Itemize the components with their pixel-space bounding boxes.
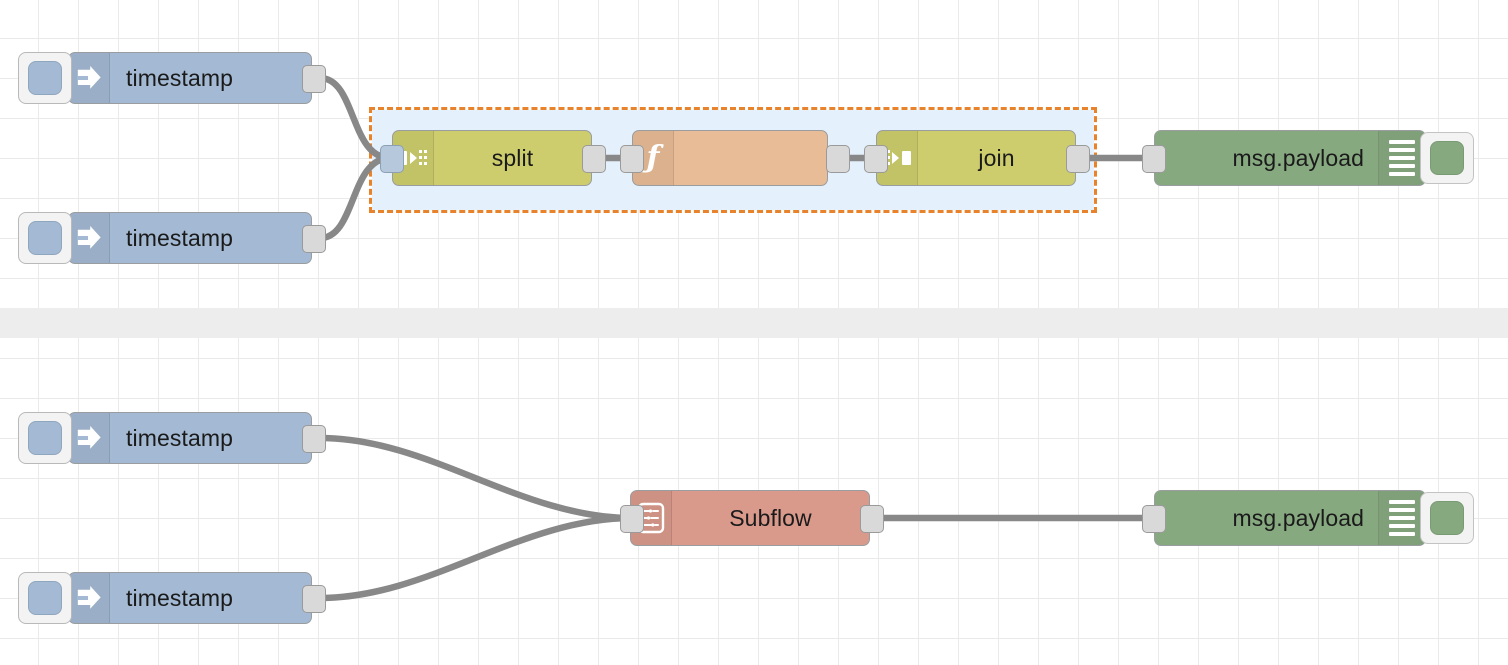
node-split[interactable]: split bbox=[392, 130, 592, 186]
node-label-join: join bbox=[978, 144, 1015, 171]
input-port-split[interactable] bbox=[380, 145, 404, 173]
inject-button-3[interactable] bbox=[18, 412, 72, 464]
node-label-function bbox=[674, 131, 827, 185]
inject-button-1[interactable] bbox=[18, 52, 72, 104]
node-join[interactable]: join bbox=[876, 130, 1076, 186]
inject-button-4[interactable] bbox=[18, 572, 72, 624]
node-subflow[interactable]: Subflow bbox=[630, 490, 870, 546]
output-port-inject-1[interactable] bbox=[302, 65, 326, 93]
output-port-join[interactable] bbox=[1066, 145, 1090, 173]
arrow-right-inject-icon bbox=[69, 573, 110, 623]
arrow-right-inject-icon bbox=[69, 53, 110, 103]
debug-toggle-button-2[interactable] bbox=[1420, 492, 1474, 544]
node-inject-1[interactable]: timestamp bbox=[68, 52, 312, 104]
inject-button-knob-icon bbox=[28, 581, 62, 615]
debug-toggle-button-1[interactable] bbox=[1420, 132, 1474, 184]
node-label-split: split bbox=[491, 144, 534, 171]
node-label-inject-4: timestamp bbox=[126, 584, 233, 611]
svg-text:ƒ: ƒ bbox=[641, 141, 665, 175]
flow-separator-band bbox=[0, 308, 1508, 338]
debug-lines-icon bbox=[1378, 491, 1425, 545]
input-port-debug-1[interactable] bbox=[1142, 145, 1166, 173]
node-inject-3[interactable]: timestamp bbox=[68, 412, 312, 464]
node-label-debug-1: msg.payload bbox=[1232, 144, 1364, 171]
node-debug-1[interactable]: msg.payload bbox=[1154, 130, 1426, 186]
output-port-inject-4[interactable] bbox=[302, 585, 326, 613]
input-port-join[interactable] bbox=[864, 145, 888, 173]
node-label-inject-3: timestamp bbox=[126, 424, 233, 451]
function-f-icon: ƒ bbox=[633, 131, 674, 185]
node-label-inject-1: timestamp bbox=[126, 64, 233, 91]
node-label-debug-2: msg.payload bbox=[1232, 504, 1364, 531]
output-port-inject-2[interactable] bbox=[302, 225, 326, 253]
input-port-debug-2[interactable] bbox=[1142, 505, 1166, 533]
output-port-split[interactable] bbox=[582, 145, 606, 173]
output-port-inject-3[interactable] bbox=[302, 425, 326, 453]
wire-inject3-subflow bbox=[316, 434, 636, 522]
node-debug-2[interactable]: msg.payload bbox=[1154, 490, 1426, 546]
input-port-function[interactable] bbox=[620, 145, 644, 173]
node-label-subflow: Subflow bbox=[729, 504, 812, 531]
arrow-right-inject-icon bbox=[69, 213, 110, 263]
inject-button-2[interactable] bbox=[18, 212, 72, 264]
node-inject-2[interactable]: timestamp bbox=[68, 212, 312, 264]
debug-lines-icon bbox=[1378, 131, 1425, 185]
debug-toggle-knob-icon bbox=[1430, 501, 1464, 535]
inject-button-knob-icon bbox=[28, 61, 62, 95]
output-port-subflow[interactable] bbox=[860, 505, 884, 533]
inject-button-knob-icon bbox=[28, 421, 62, 455]
debug-toggle-knob-icon bbox=[1430, 141, 1464, 175]
arrow-right-inject-icon bbox=[69, 413, 110, 463]
wire-inject4-subflow bbox=[316, 514, 636, 602]
output-port-function[interactable] bbox=[826, 145, 850, 173]
node-inject-4[interactable]: timestamp bbox=[68, 572, 312, 624]
node-label-inject-2: timestamp bbox=[126, 224, 233, 251]
inject-button-knob-icon bbox=[28, 221, 62, 255]
node-function[interactable]: ƒ bbox=[632, 130, 828, 186]
input-port-subflow[interactable] bbox=[620, 505, 644, 533]
